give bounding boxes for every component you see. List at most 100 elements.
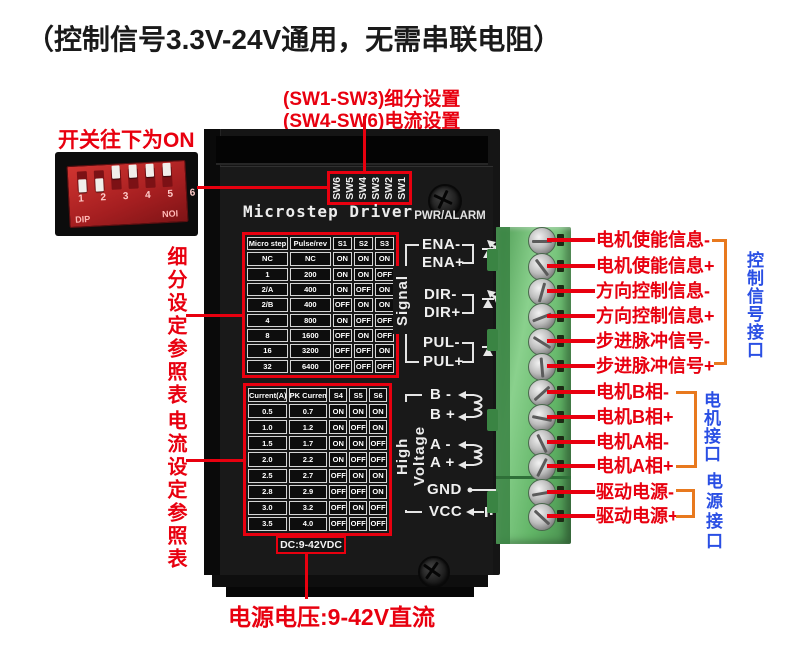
cell: NC <box>247 252 288 266</box>
dip-right-label: NOI <box>161 208 179 220</box>
sw-labels-box: SW6 SW5 SW4 SW3 SW2 SW1 <box>327 171 412 205</box>
dip-slot <box>127 164 139 189</box>
cell: 2/B <box>247 298 288 312</box>
cell: ON <box>349 500 368 515</box>
power-voltage-note: 电源电压:9-42V直流 <box>228 604 436 630</box>
dip-switch-body: 1 2 3 4 5 6 DIP NOI <box>66 159 203 229</box>
terminal-label-ena-plus: 电机使能信息+ <box>596 256 715 276</box>
pin-ena-minus: ENA- <box>422 236 461 253</box>
header-cell: Micro step <box>247 237 288 251</box>
cell: OFF <box>369 500 387 515</box>
terminal-connect-line <box>547 440 595 444</box>
cell: ON <box>353 252 373 266</box>
header-cell: S5 <box>349 388 368 403</box>
cell: 2.7 <box>288 468 328 483</box>
cell: ON <box>374 252 394 266</box>
driver-heatsink-flange <box>204 129 221 575</box>
terminal-block <box>487 227 571 544</box>
sw2-label: SW2 <box>382 176 395 200</box>
cell: 2.2 <box>288 452 328 467</box>
terminal-label-dir-plus: 方向控制信息+ <box>596 306 715 326</box>
cell: OFF <box>353 344 373 358</box>
cell: ON <box>374 298 394 312</box>
power-bracket-top <box>676 489 695 492</box>
control-interface-label: 控制信号接口 <box>744 251 763 359</box>
header-cell: Current(A) <box>248 388 287 403</box>
terminal-connect-line <box>547 238 595 242</box>
sw1-label: SW1 <box>395 176 408 200</box>
motor-interface-label: 电机接口 <box>701 391 720 463</box>
dip-lever-6 <box>162 162 172 177</box>
sw5-label: SW5 <box>343 176 356 200</box>
cell: NC <box>289 252 331 266</box>
terminal-label-pul-plus: 步进脉冲信号+ <box>596 356 715 376</box>
terminal-connect-line <box>547 514 595 518</box>
cell: ON <box>332 313 352 327</box>
cell: ON <box>374 344 394 358</box>
cell: OFF <box>353 359 373 373</box>
motor-coil-icon <box>458 391 483 421</box>
dip-lever-3 <box>111 165 121 179</box>
motor-bracket <box>694 391 697 468</box>
cell: 1.7 <box>288 436 328 451</box>
panel-screw-top <box>428 184 462 218</box>
header-cell: S2 <box>353 237 373 251</box>
terminal-label-b-minus: 电机B相- <box>596 382 669 402</box>
cell: 2.8 <box>248 484 287 499</box>
panel-screw-bottom <box>418 556 450 588</box>
cell: ON <box>332 282 352 297</box>
cell: ON <box>329 420 348 435</box>
cell: 400 <box>289 282 331 297</box>
sw4-label: SW4 <box>356 176 369 200</box>
pin-a-plus: A + <box>430 454 455 471</box>
dip-slot <box>93 170 105 192</box>
terminal-connect-line <box>547 390 595 394</box>
cell: 8 <box>247 328 288 343</box>
dip-slot <box>76 171 88 193</box>
cell: 4 <box>247 313 288 327</box>
cell: OFF <box>329 500 348 515</box>
cell: ON <box>353 328 373 343</box>
header-cell: S6 <box>369 388 387 403</box>
cell: OFF <box>332 298 352 312</box>
terminal-connect-line <box>547 464 595 468</box>
cell: OFF <box>353 282 373 297</box>
terminal-label-pul-minus: 步进脉冲信号- <box>596 331 710 351</box>
cell: ON <box>332 252 352 266</box>
cell: OFF <box>329 516 348 531</box>
terminal-connect-line <box>547 490 595 494</box>
model-label: Microstep Driver <box>243 202 414 221</box>
sw3-label: SW3 <box>369 176 382 200</box>
terminal-label-ena-minus: 电机使能信息- <box>596 230 710 250</box>
cell: OFF <box>349 420 368 435</box>
power-bracket-bottom <box>676 515 695 518</box>
control-bracket <box>724 239 727 365</box>
cell: ON <box>349 436 368 451</box>
terminal-connect-line <box>547 364 595 368</box>
dip-lever-1 <box>78 179 87 193</box>
hv-bracket-top <box>405 394 422 396</box>
cell: OFF <box>349 516 368 531</box>
terminal-label-a-minus: 电机A相- <box>596 432 669 452</box>
terminal-connect-line <box>547 289 595 293</box>
pin-b-minus: B - <box>430 386 452 403</box>
motor-bracket-top <box>676 391 697 394</box>
pin-dir-plus: DIR+ <box>424 304 461 321</box>
dip-to-sw-line <box>197 186 327 189</box>
hv-bracket-bottom <box>405 511 422 513</box>
dip-slot <box>161 162 173 188</box>
mounting-tab <box>487 409 498 431</box>
cell: OFF <box>332 328 352 343</box>
motor-coil-icon <box>458 441 483 469</box>
power-interface-label: 电源接口 <box>703 472 722 552</box>
cell: 400 <box>289 298 331 312</box>
cell: ON <box>329 452 348 467</box>
pwr-alarm-label: PWR/ALARM <box>414 210 486 222</box>
